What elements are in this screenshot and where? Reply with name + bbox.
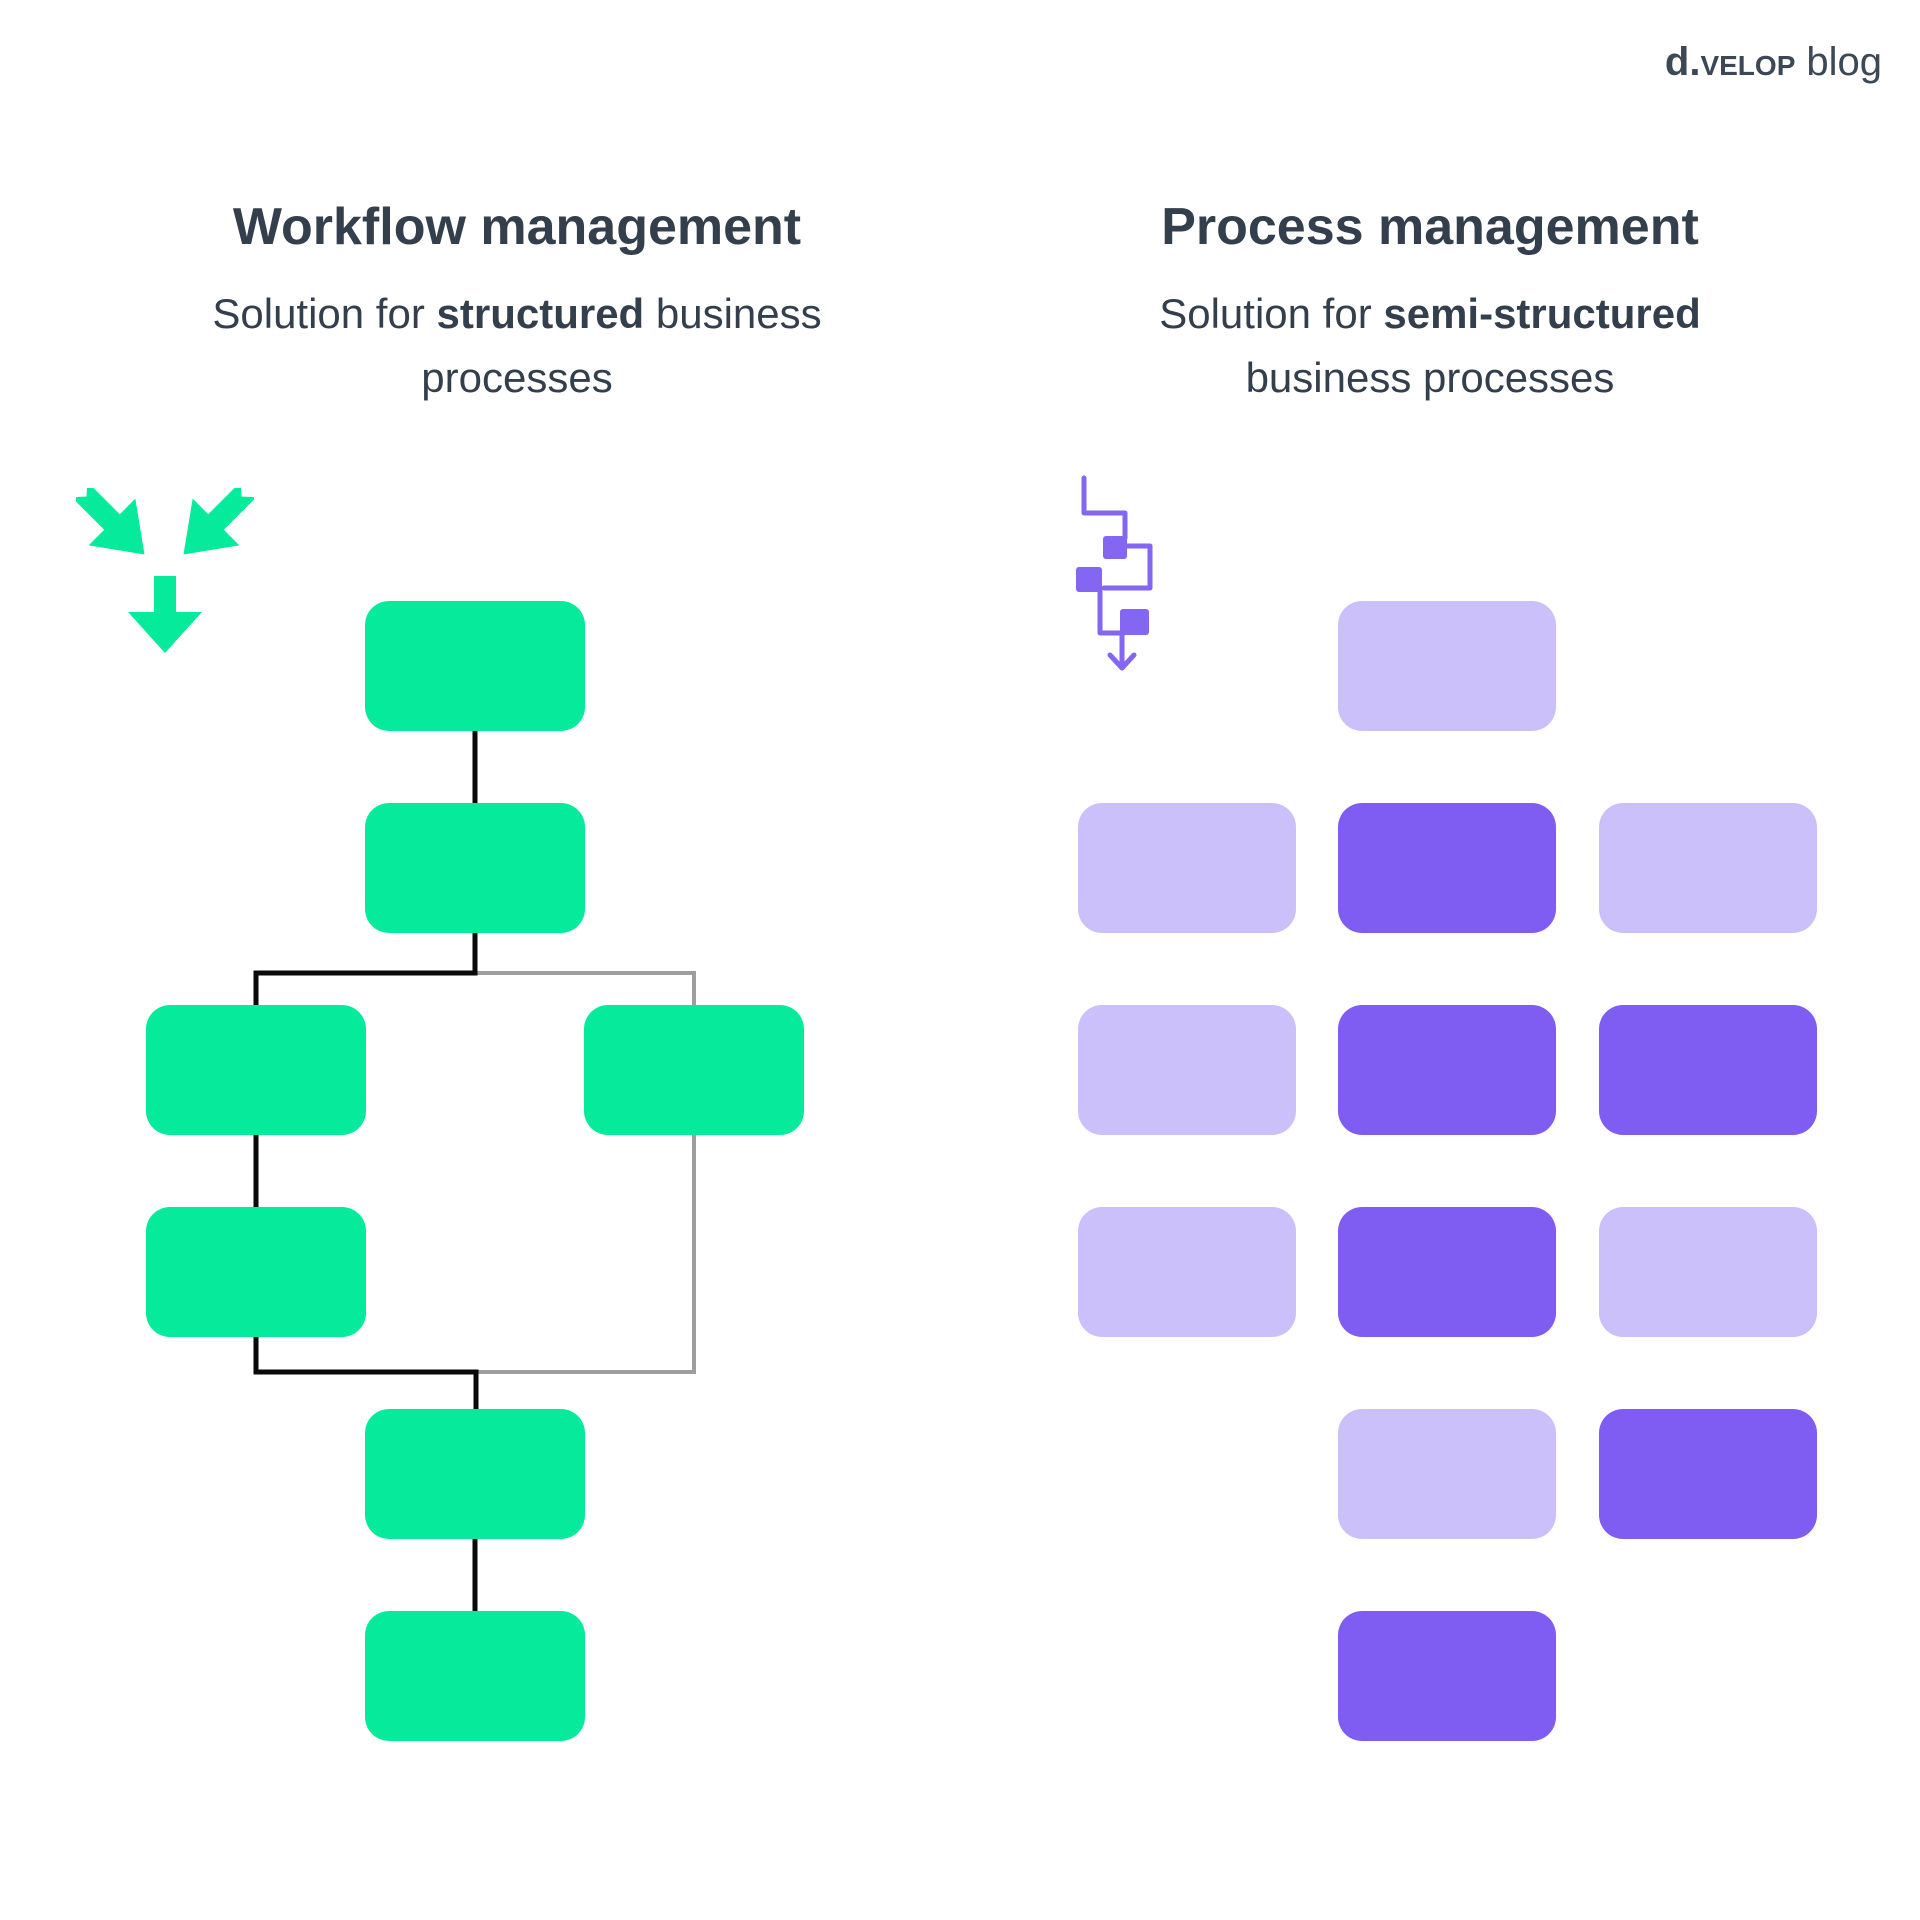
process-subtitle: Solution for semi-structured business pro… — [1070, 282, 1790, 410]
process-box-r4-center — [1338, 1207, 1556, 1337]
process-subtitle-pre: Solution for — [1159, 290, 1384, 338]
converging-arrows-icon — [71, 481, 257, 661]
miniflow-line-1 — [1081, 475, 1128, 541]
process-box-r6-center — [1338, 1611, 1556, 1741]
workflow-panel-header: Workflow management Solution for structu… — [157, 198, 877, 410]
process-box-r2-left — [1078, 803, 1296, 933]
workflow-subtitle-line2: processes — [421, 354, 613, 402]
workflow-subtitle-pre: Solution for — [212, 290, 437, 338]
process-subtitle-line2: business processes — [1245, 354, 1615, 402]
mini-flowchart-icon — [1070, 472, 1170, 687]
brand-logo-product: blog — [1806, 40, 1882, 84]
process-box-r3-right — [1599, 1005, 1817, 1135]
process-box-r2-center — [1338, 803, 1556, 933]
workflow-subtitle: Solution for structured business processe… — [157, 282, 877, 410]
flow-node-branch-right — [584, 1005, 804, 1135]
arrow-down-right-part — [183, 481, 257, 555]
connector-step2-branch — [253, 933, 478, 1006]
miniflow-line-2 — [1101, 543, 1153, 591]
miniflow-line-3 — [1097, 588, 1127, 636]
flow-node-branch-left-2 — [146, 1207, 366, 1337]
miniflow-node-1 — [1103, 536, 1127, 559]
flow-node-start — [365, 601, 585, 731]
process-title: Process management — [1161, 198, 1699, 256]
process-box-r3-center — [1338, 1005, 1556, 1135]
process-box-r5-center — [1338, 1409, 1556, 1539]
miniflow-node-2 — [1076, 567, 1102, 592]
process-box-r4-right — [1599, 1207, 1817, 1337]
miniflow-node-3 — [1120, 609, 1149, 635]
process-box-r2-right — [1599, 803, 1817, 933]
process-subtitle-bold: semi-structured — [1383, 290, 1701, 338]
connector-alt-branch-gray — [475, 971, 696, 1374]
process-box-r1-center — [1338, 601, 1556, 731]
process-box-r3-left — [1078, 1005, 1296, 1135]
workflow-subtitle-bold: structured — [436, 290, 645, 338]
flow-node-branch-left — [146, 1005, 366, 1135]
flow-node-end — [365, 1611, 585, 1741]
flow-node-step-2 — [365, 803, 585, 933]
process-box-r5-right — [1599, 1409, 1817, 1539]
brand-logo-wordmark: d.velop — [1665, 40, 1795, 84]
process-box-r4-left — [1078, 1207, 1296, 1337]
process-panel-header: Process management Solution for semi-str… — [1070, 198, 1790, 410]
flow-node-merge — [365, 1409, 585, 1539]
miniflow-arrow-head — [1107, 652, 1137, 671]
brand-logo-prefix: d. — [1664, 40, 1701, 84]
brand-logo-name: velop — [1700, 40, 1796, 84]
arrow-straight-down — [128, 576, 202, 653]
arrow-down-left-part — [71, 481, 145, 555]
workflow-title: Workflow management — [232, 198, 802, 256]
connector-merge-path — [253, 1337, 479, 1409]
workflow-subtitle-post: business — [644, 290, 822, 338]
